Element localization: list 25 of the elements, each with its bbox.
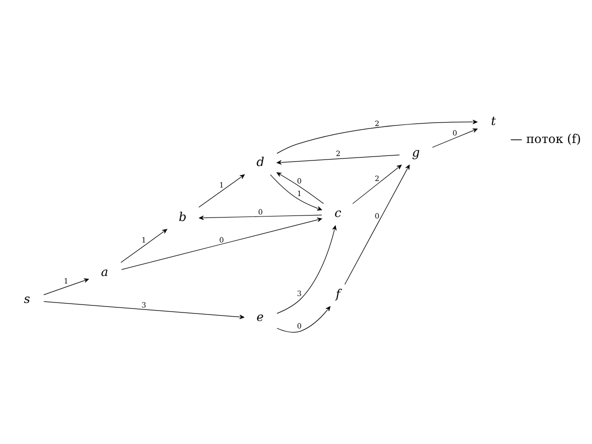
node-text: b [178,210,187,224]
arrow [44,301,244,320]
node-text: c [334,206,342,220]
arrow [198,174,245,208]
arrow [276,120,478,154]
node-text: e [256,310,264,324]
arrow [432,128,478,148]
node-text: g [412,145,420,160]
node-text: t [490,114,496,128]
arrow [352,164,402,204]
arrow [198,214,322,220]
node-label: — поток (f) [510,132,581,146]
arrow [121,218,322,270]
node-text: f [336,286,340,301]
arrow [276,154,400,165]
node-text: a [101,265,108,280]
node-text: d [256,155,264,170]
node-text: s [24,292,30,306]
arrow [344,164,410,285]
arrow [270,174,322,210]
arrow [120,229,168,263]
arrow [276,172,324,204]
arrow [43,278,89,296]
arrow [276,306,330,333]
arrow [276,225,337,314]
